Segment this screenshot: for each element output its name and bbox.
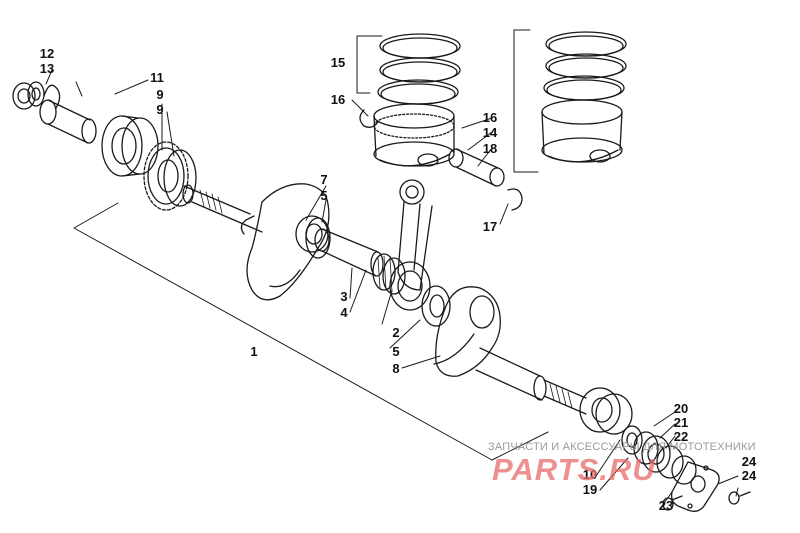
- needle-bearing: [372, 253, 406, 295]
- main-bearing-right: [579, 387, 633, 435]
- callout-4: 4: [340, 305, 348, 320]
- bolt-22: [662, 495, 683, 511]
- callout-16-lower: 17: [482, 219, 498, 234]
- callout-12: 13: [39, 61, 55, 76]
- callout-2: 2: [392, 325, 400, 340]
- ring-bracket-left: [356, 35, 383, 94]
- callout-16-upper: 16: [330, 92, 346, 107]
- crank-pin: [314, 228, 384, 277]
- piston-ring-set: [377, 33, 461, 105]
- callout-15: 16: [482, 110, 498, 125]
- callout-9-lower: 10: [582, 467, 598, 482]
- callout-19: 20: [673, 401, 689, 416]
- watermark-logo: PARTS.RU: [492, 452, 656, 487]
- drive-gear: [143, 141, 197, 211]
- seal-stack: [621, 425, 697, 485]
- callout-6: 7: [320, 172, 328, 187]
- callout-5-lower: 5: [392, 344, 400, 359]
- connecting-rod: [389, 179, 433, 311]
- bolt-24: [728, 491, 751, 505]
- small-bearing: [12, 81, 45, 110]
- callout-7: 8: [392, 361, 400, 376]
- callout-5-upper: 5: [320, 188, 328, 203]
- callout-20: 21: [673, 415, 689, 430]
- snap-ring-12: [43, 84, 61, 109]
- main-bearing-left: [101, 115, 159, 177]
- circlip-lower: [507, 188, 523, 211]
- callout-9-upper: 9: [156, 102, 164, 117]
- circlip-upper: [359, 109, 379, 128]
- thrust-washer-lower: [421, 285, 451, 327]
- callout-18: 19: [582, 482, 598, 497]
- callout-11: 12: [39, 46, 55, 61]
- spacer-tube: [39, 99, 97, 144]
- callout-21: 22: [673, 429, 689, 444]
- callout-1: 1: [250, 344, 258, 359]
- crank-half-right: [433, 286, 587, 415]
- piston-kit-right: [541, 31, 627, 163]
- callout-13: 14: [482, 125, 498, 140]
- callout-10: 11: [150, 70, 164, 85]
- crank-half-left: [182, 183, 331, 301]
- piston-left: [373, 103, 455, 167]
- callout-8: 9: [156, 87, 164, 102]
- watermark-caption: ЗАПЧАСТИ И АКСЕССУАРЫ ДЛЯ МОТОТЕХНИКИ: [488, 441, 756, 453]
- callout-14: 15: [330, 55, 346, 70]
- assembly-bracket-1: [73, 202, 549, 461]
- callout-24: 24: [741, 468, 757, 483]
- kit-bracket-right: [513, 29, 539, 173]
- callout-22: 23: [658, 498, 674, 513]
- wrist-pin: [448, 148, 505, 187]
- callout-17: 18: [482, 141, 498, 156]
- callout-3: 3: [340, 289, 348, 304]
- callout-23: 24: [741, 454, 757, 469]
